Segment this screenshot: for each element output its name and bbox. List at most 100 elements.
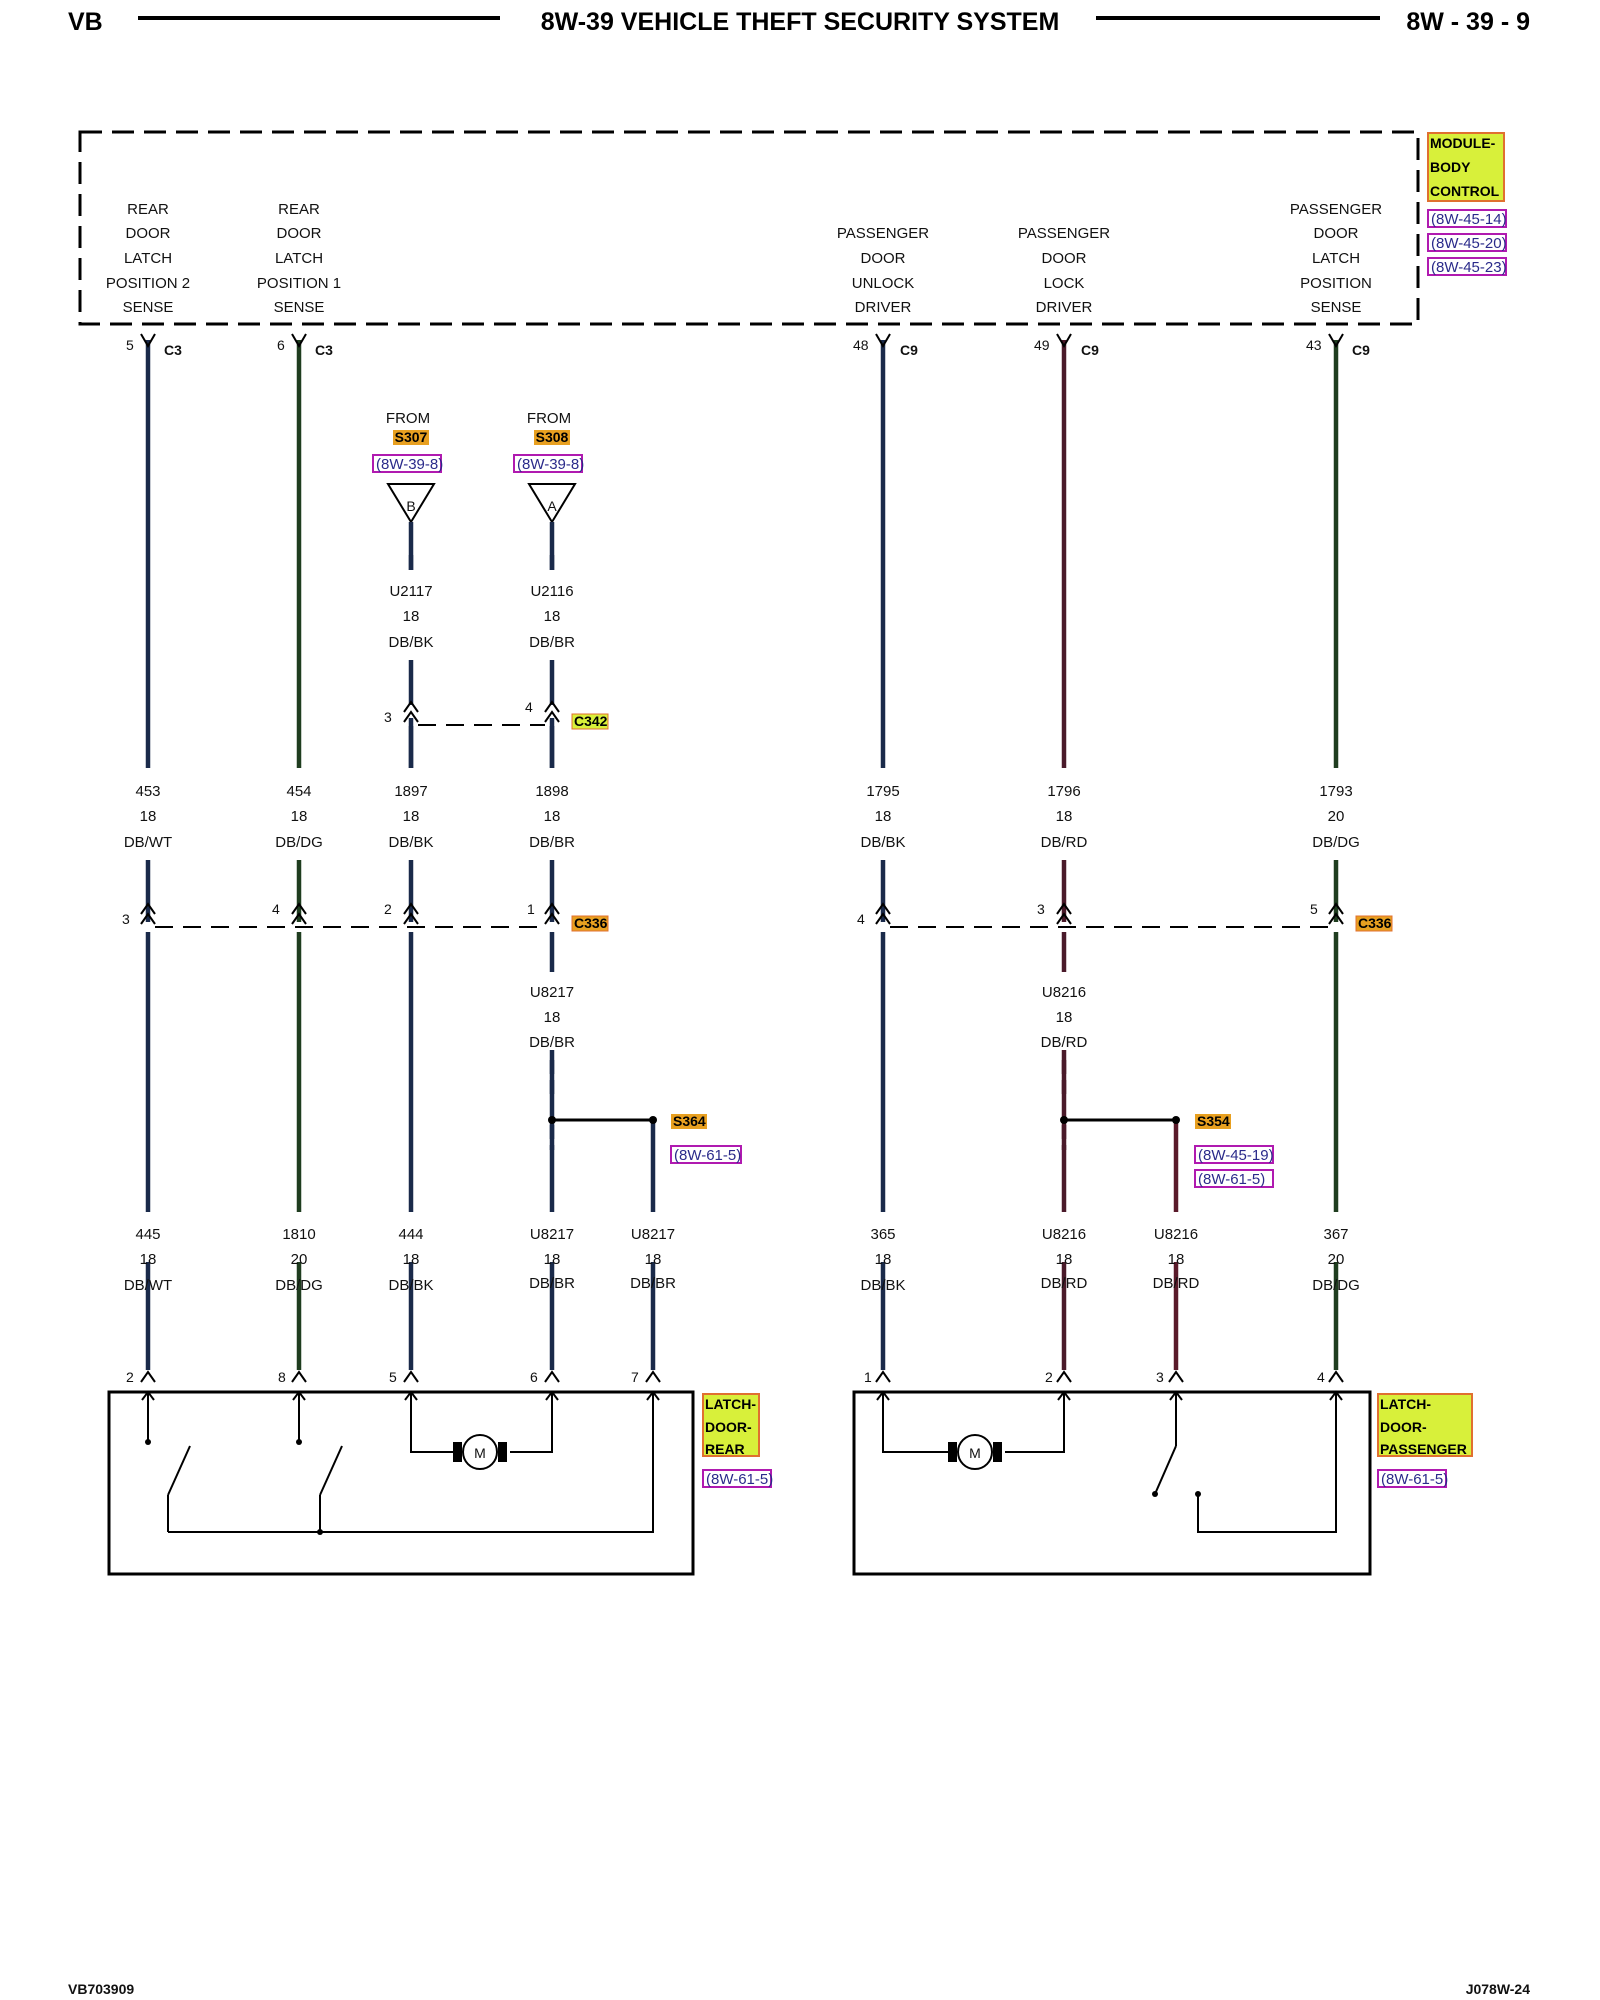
svg-text:1898: 1898 <box>535 783 568 800</box>
svg-text:C342: C342 <box>574 713 608 729</box>
svg-text:454: 454 <box>286 783 311 800</box>
svg-text:49: 49 <box>1034 337 1050 353</box>
splice-s354: S354 (8W-45-19) (8W-61-5) <box>1194 1113 1274 1188</box>
svg-text:SENSE: SENSE <box>1311 299 1362 316</box>
svg-text:C9: C9 <box>900 342 918 358</box>
svg-text:M: M <box>474 1445 486 1461</box>
svg-text:1: 1 <box>864 1369 872 1385</box>
svg-text:18: 18 <box>1056 1251 1073 1268</box>
svg-text:U8216: U8216 <box>1042 984 1086 1001</box>
svg-text:DRIVER: DRIVER <box>855 299 912 316</box>
svg-text:DOOR: DOOR <box>1314 225 1359 242</box>
module-ref-3[interactable]: (8W-45-23) <box>1431 259 1507 276</box>
svg-text:2: 2 <box>126 1369 134 1385</box>
svg-text:18: 18 <box>645 1251 662 1268</box>
svg-text:(8W-39-8): (8W-39-8) <box>376 456 443 473</box>
module-connector-symbols <box>140 333 1344 348</box>
module-name-3: CONTROL <box>1430 183 1500 199</box>
svg-text:A: A <box>547 498 557 514</box>
svg-text:20: 20 <box>291 1251 308 1268</box>
motor-icon <box>957 1434 993 1470</box>
svg-text:8: 8 <box>278 1369 286 1385</box>
from-s308: FROM S308 (8W-39-8) A <box>513 410 584 570</box>
svg-text:S308: S308 <box>536 429 569 445</box>
footer-right: J078W-24 <box>1466 1981 1531 1997</box>
svg-text:POSITION 2: POSITION 2 <box>106 275 190 292</box>
svg-text:REAR: REAR <box>278 201 320 218</box>
svg-text:REAR: REAR <box>705 1441 745 1457</box>
svg-text:(8W-61-5): (8W-61-5) <box>1198 1171 1265 1188</box>
module-pin-labels: 5 C3 6 C3 48 C9 49 C9 43 C9 <box>126 337 1370 358</box>
header-left: VB <box>68 8 103 36</box>
svg-text:DRIVER: DRIVER <box>1036 299 1093 316</box>
svg-text:LATCH-: LATCH- <box>1380 1396 1431 1412</box>
svg-text:7: 7 <box>631 1369 639 1385</box>
svg-text:2: 2 <box>1045 1369 1053 1385</box>
svg-text:DB/RD: DB/RD <box>1041 834 1088 851</box>
svg-text:U8217: U8217 <box>631 1226 675 1243</box>
svg-text:6: 6 <box>530 1369 538 1385</box>
svg-text:DB/WT: DB/WT <box>124 834 172 851</box>
module-name-2: BODY <box>1430 159 1471 175</box>
splice-node-s354 <box>1060 1116 1068 1124</box>
svg-text:DOOR: DOOR <box>861 250 906 267</box>
svg-text:U8217: U8217 <box>530 1226 574 1243</box>
svg-text:18: 18 <box>544 1251 561 1268</box>
svg-text:PASSENGER: PASSENGER <box>1018 225 1110 242</box>
module-name-tag <box>1427 132 1505 202</box>
latch-pin-labels: 2 8 5 6 7 1 2 3 4 <box>126 1369 1325 1385</box>
svg-text:5: 5 <box>389 1369 397 1385</box>
svg-text:DB/BR: DB/BR <box>529 1034 575 1051</box>
svg-text:PASSENGER: PASSENGER <box>837 225 929 242</box>
svg-text:18: 18 <box>544 608 561 625</box>
module-ref-3-box[interactable] <box>1427 257 1507 276</box>
bottom-wire-labels: 445 18 DB/WT 1810 20 DB/DG 444 18 DB/BK … <box>124 1226 1360 1294</box>
svg-text:18: 18 <box>875 1251 892 1268</box>
svg-text:LATCH: LATCH <box>1312 250 1360 267</box>
svg-text:367: 367 <box>1323 1226 1348 1243</box>
svg-text:REAR: REAR <box>127 201 169 218</box>
connector-c336: 3 4 2 1 4 3 5 C336 C336 <box>122 901 1393 932</box>
svg-text:3: 3 <box>384 709 392 725</box>
svg-text:DB/BK: DB/BK <box>388 634 433 651</box>
svg-text:S354: S354 <box>1197 1113 1230 1129</box>
svg-text:DB/RD: DB/RD <box>1153 1275 1200 1292</box>
svg-text:LOCK: LOCK <box>1044 275 1085 292</box>
svg-text:U8216: U8216 <box>1154 1226 1198 1243</box>
module-ref-1[interactable]: (8W-45-14) <box>1431 211 1507 228</box>
svg-text:3: 3 <box>1037 901 1045 917</box>
svg-text:4: 4 <box>272 901 280 917</box>
motor-icon <box>462 1434 498 1470</box>
svg-text:POSITION 1: POSITION 1 <box>257 275 341 292</box>
function-lock-driver: PASSENGER DOOR LOCK DRIVER <box>1018 225 1110 316</box>
svg-text:18: 18 <box>140 1251 157 1268</box>
module-ref-2-box[interactable] <box>1427 233 1507 252</box>
svg-text:C3: C3 <box>315 342 333 358</box>
svg-text:1897: 1897 <box>394 783 427 800</box>
svg-text:1793: 1793 <box>1319 783 1352 800</box>
svg-text:(8W-61-5): (8W-61-5) <box>1381 1471 1448 1488</box>
function-pass-latch-sense: PASSENGER DOOR LATCH POSITION SENSE <box>1290 201 1382 316</box>
svg-text:1796: 1796 <box>1047 783 1080 800</box>
svg-text:6: 6 <box>277 337 285 353</box>
module-ref-2[interactable]: (8W-45-20) <box>1431 235 1507 252</box>
svg-text:18: 18 <box>403 608 420 625</box>
svg-text:U2116: U2116 <box>530 583 573 600</box>
function-rear-pos2: REAR DOOR LATCH POSITION 2 SENSE <box>106 201 190 316</box>
svg-text:18: 18 <box>1168 1251 1185 1268</box>
connector-c342: 3 4 C342 <box>384 660 609 768</box>
u-wire-labels: U8217 18 DB/BR U8216 18 DB/RD <box>529 984 1087 1051</box>
svg-text:SENSE: SENSE <box>274 299 325 316</box>
svg-text:18: 18 <box>544 808 561 825</box>
svg-text:POSITION: POSITION <box>1300 275 1372 292</box>
header-right: 8W - 39 - 9 <box>1406 8 1530 36</box>
svg-text:(8W-61-5): (8W-61-5) <box>706 1471 773 1488</box>
module-ref-1-box[interactable] <box>1427 209 1507 228</box>
svg-text:U8217: U8217 <box>530 984 574 1001</box>
svg-text:DB/BK: DB/BK <box>860 834 905 851</box>
svg-text:LATCH: LATCH <box>275 250 323 267</box>
mid-wire-labels: 453 18 DB/WT 454 18 DB/DG 1897 18 DB/BK … <box>124 783 1360 851</box>
svg-text:4: 4 <box>525 699 533 715</box>
svg-text:365: 365 <box>870 1226 895 1243</box>
